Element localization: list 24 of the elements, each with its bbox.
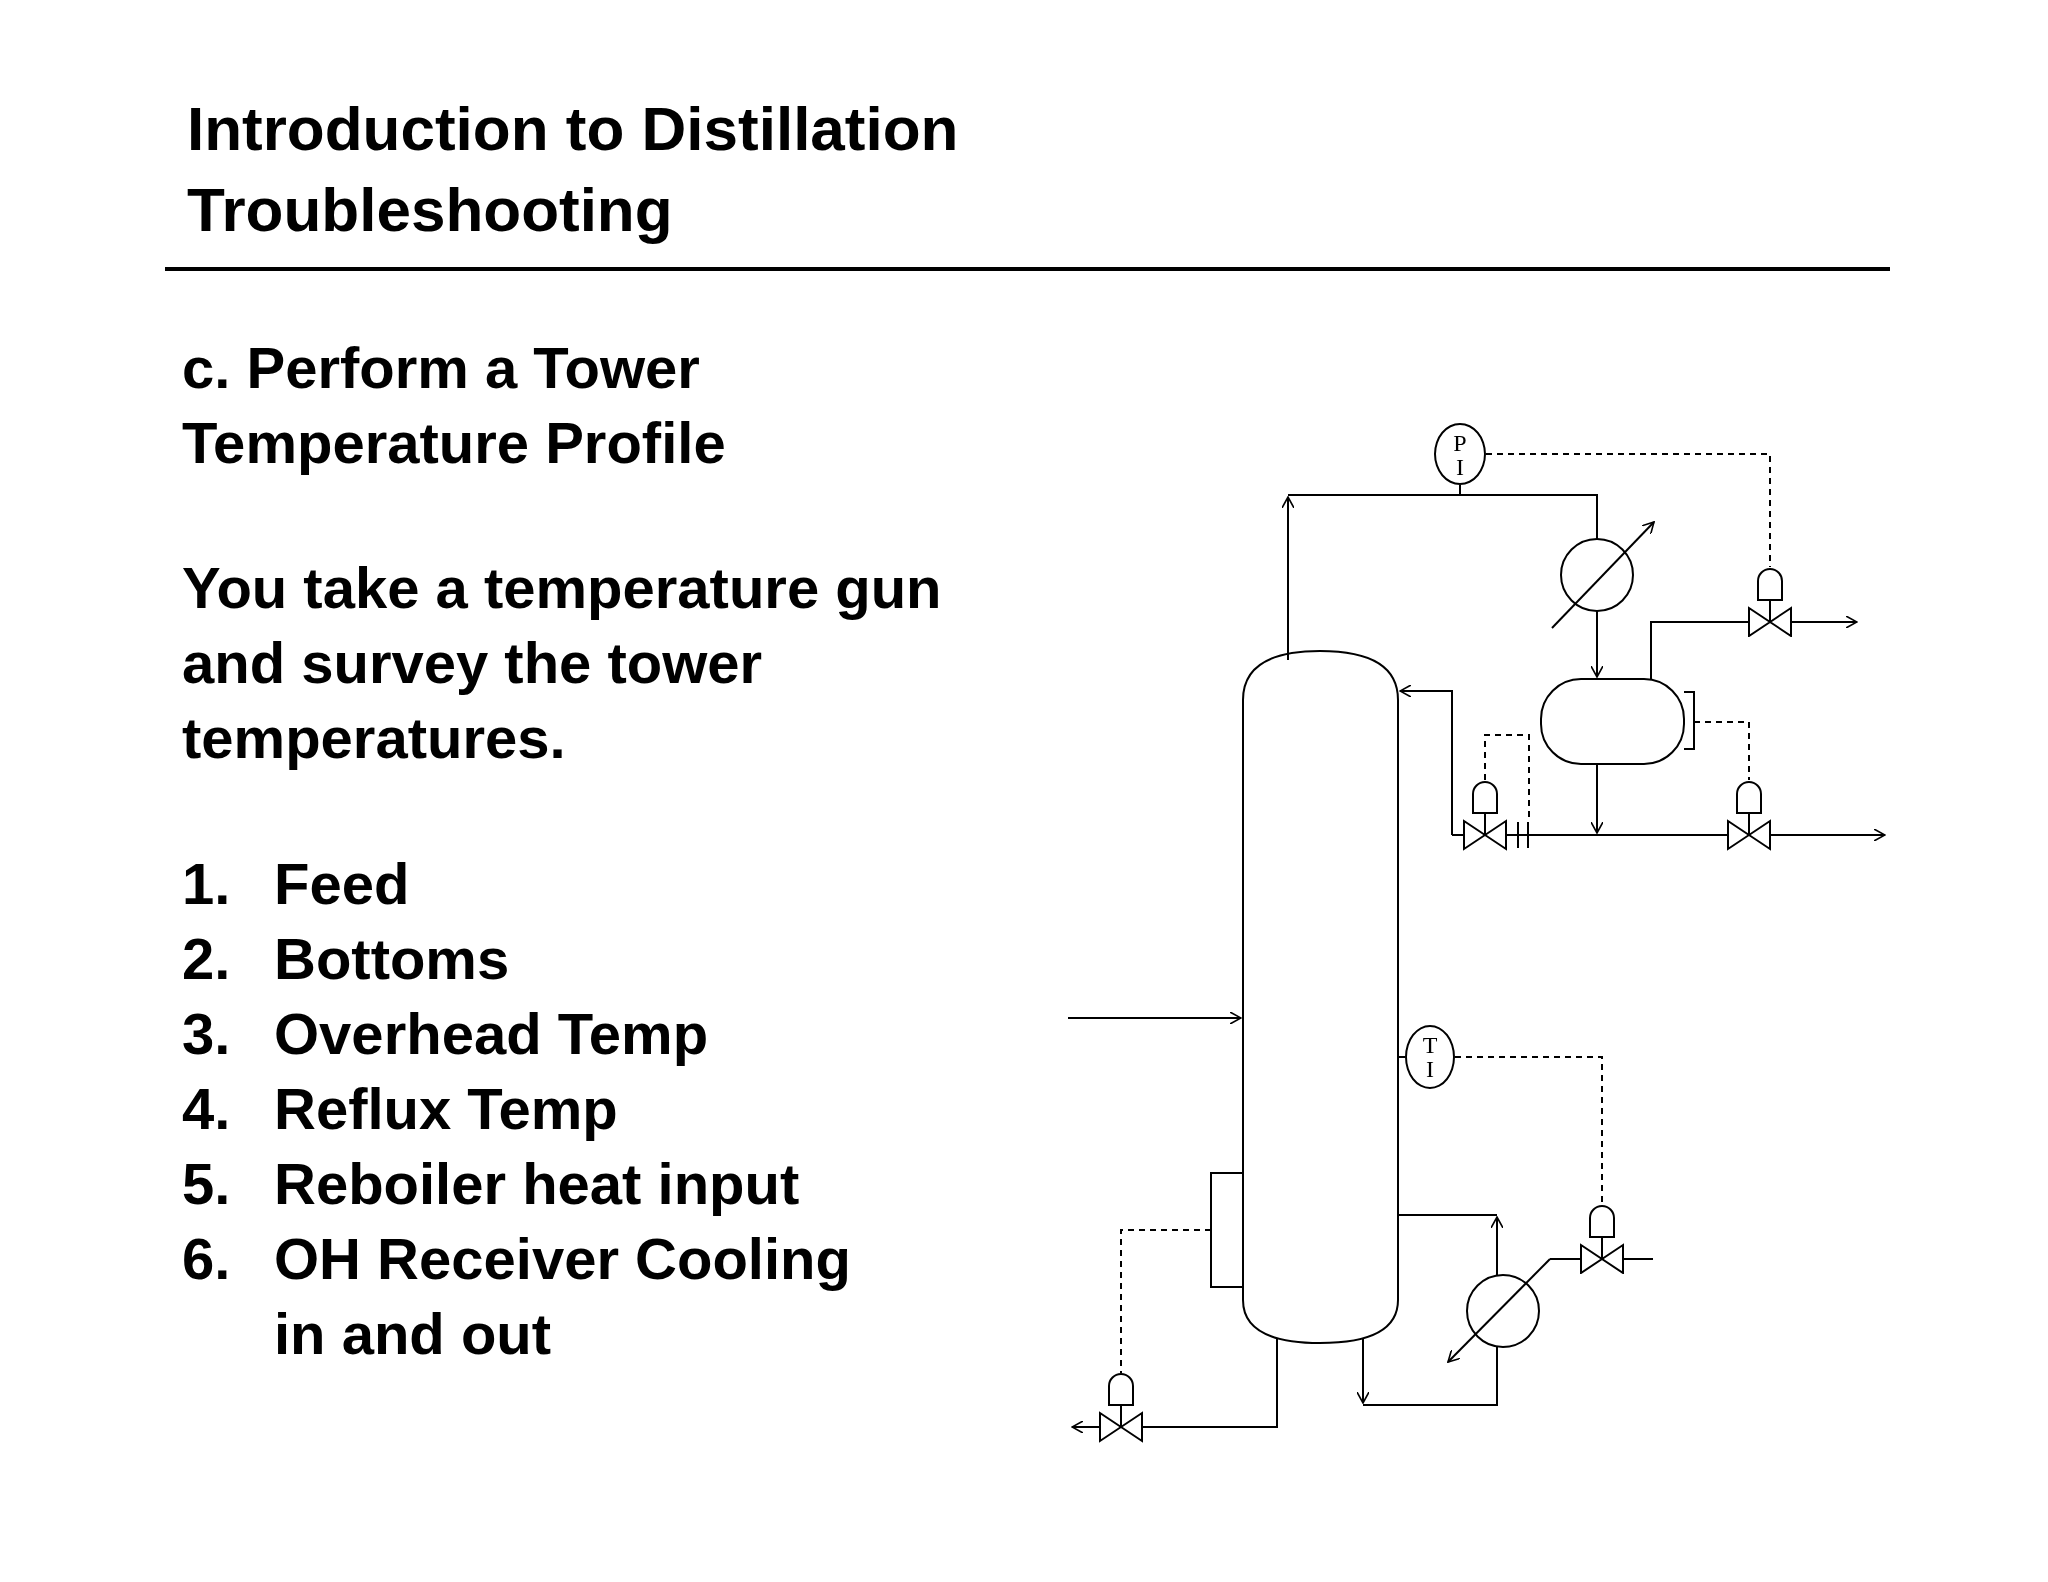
- list-number: 2.: [182, 925, 231, 993]
- list-item: Reflux Temp: [274, 1075, 619, 1143]
- signal-line: [1454, 1056, 1603, 1205]
- list-item: Overhead Temp: [274, 1000, 710, 1068]
- control-valve: [1748, 567, 1792, 637]
- list-item: Bottoms: [274, 925, 511, 993]
- list-number: 3.: [182, 1000, 231, 1068]
- instrument-letter: T: [1422, 1033, 1438, 1057]
- section-heading: c. Perform a Tower Temperature Profile: [182, 334, 727, 477]
- instrument-letter: I: [1426, 1057, 1434, 1081]
- list-number: 5.: [182, 1150, 231, 1218]
- body-paragraph: You take a temperature gun and survey the tower temperatures.: [182, 554, 942, 772]
- list-number: 1.: [182, 850, 231, 918]
- slide-title: Introduction to Distillation Troubleshooting: [187, 93, 960, 246]
- signal-line: [1485, 453, 1771, 568]
- list-number: 4.: [182, 1075, 231, 1143]
- list-item: Feed: [274, 850, 411, 918]
- instrument-letter: P: [1453, 431, 1467, 455]
- list-item: OH Receiver Cooling in and out: [274, 1225, 852, 1368]
- list-number: 6.: [182, 1225, 231, 1293]
- instrument-letter: I: [1456, 455, 1464, 479]
- pressure-indicator-bubble: [1434, 423, 1486, 485]
- list-item: Reboiler heat input: [274, 1150, 801, 1218]
- control-valve: [1580, 1204, 1624, 1274]
